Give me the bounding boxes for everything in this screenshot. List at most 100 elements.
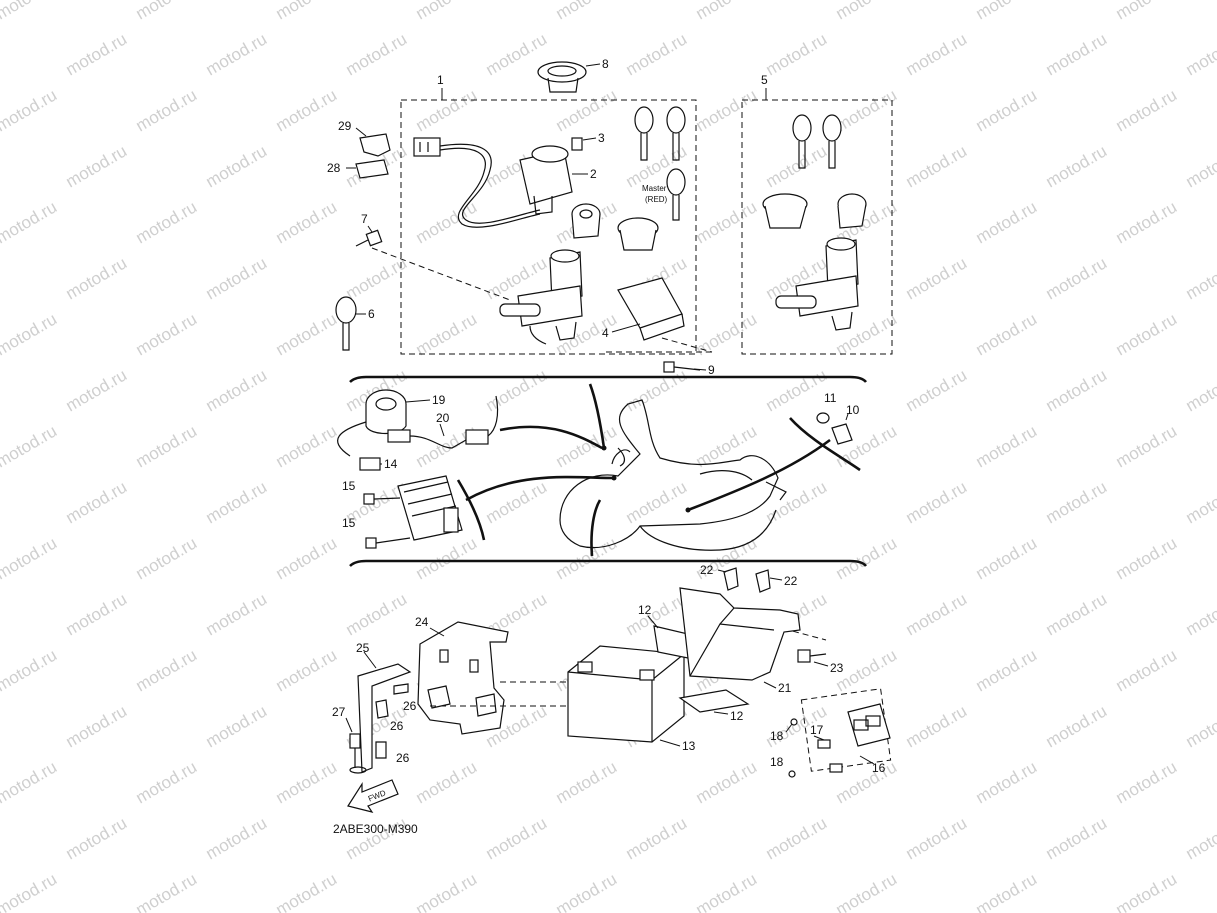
callout-18-upper: 18 <box>770 729 784 743</box>
callout-27: 27 <box>332 705 346 719</box>
watermark-text: motod.ru <box>273 757 341 807</box>
watermark-text: motod.ru <box>903 701 971 751</box>
watermark-text: motod.ru <box>273 869 341 913</box>
watermark-text: motod.ru <box>1113 0 1181 23</box>
lock-set-knob-part <box>762 193 808 229</box>
watermark-text: motod.ru <box>973 869 1041 913</box>
watermark-text: motod.ru <box>973 645 1041 695</box>
watermark-text: motod.ru <box>413 0 481 23</box>
watermark-text: motod.ru <box>973 757 1041 807</box>
immobilizer-unit-part <box>611 277 685 341</box>
callout-21: 21 <box>778 681 792 695</box>
watermark-text: motod.ru <box>693 869 761 913</box>
callout-6: 6 <box>368 307 375 321</box>
watermark-text: motod.ru <box>1043 253 1111 303</box>
watermark-text: motod.ru <box>833 309 901 359</box>
watermark-text: motod.ru <box>0 533 60 583</box>
callout-3: 3 <box>598 131 605 145</box>
watermark-text: motod.ru <box>1183 365 1217 415</box>
callout-18-lower: 18 <box>770 755 784 769</box>
main-switch-kit-outline <box>400 99 697 355</box>
watermark-text: motod.ru <box>1183 589 1217 639</box>
watermark-text: motod.ru <box>1113 869 1181 913</box>
watermark-text: motod.ru <box>623 477 691 527</box>
watermark-text: motod.ru <box>1183 477 1217 527</box>
watermark-text: motod.ru <box>273 0 341 23</box>
watermark-text: motod.ru <box>0 757 60 807</box>
pad-26-c-part <box>375 741 387 759</box>
clip-28-part <box>346 159 389 179</box>
watermark-text: motod.ru <box>63 589 131 639</box>
watermark-text: motod.ru <box>903 477 971 527</box>
watermark-text: motod.ru <box>763 29 831 79</box>
watermark-text: motod.ru <box>273 309 341 359</box>
watermark-text: motod.ru <box>63 701 131 751</box>
watermark-text: motod.ru <box>973 309 1041 359</box>
rectifier-part <box>397 475 463 541</box>
callout-13: 13 <box>682 739 696 753</box>
electrical-section: 19 20 14 15 <box>337 383 861 557</box>
callout-19: 19 <box>432 393 446 407</box>
callout-29: 29 <box>338 119 352 133</box>
watermark-text: motod.ru <box>413 869 481 913</box>
main-switch-body-part <box>519 145 588 215</box>
watermark-text: motod.ru <box>623 29 691 79</box>
watermark-text: motod.ru <box>483 477 551 527</box>
watermark-text: motod.ru <box>203 813 271 863</box>
master-key-label: Master <box>642 184 667 193</box>
lock-set-steering-lock-part <box>775 237 859 331</box>
watermark-text: motod.ru <box>0 421 60 471</box>
callout-11: 11 <box>824 391 837 405</box>
main-switch-harness-part <box>413 137 541 228</box>
watermark-text: motod.ru <box>0 869 60 913</box>
callout-9: 9 <box>708 363 715 377</box>
watermark-text: motod.ru <box>693 85 761 135</box>
battery-13-part <box>567 645 685 747</box>
watermark-text: motod.ru <box>973 0 1041 23</box>
watermark-text: motod.ru <box>903 253 971 303</box>
callout-24: 24 <box>415 615 429 629</box>
watermark-text: motod.ru <box>973 197 1041 247</box>
watermark-text: motod.ru <box>1043 29 1111 79</box>
relay-assembly-16-part <box>800 688 892 772</box>
steering-lock-part <box>499 249 583 345</box>
pad-26-b-part <box>375 699 389 719</box>
pad-12-lower-part <box>678 689 750 715</box>
watermark-text: motod.ru <box>763 141 831 191</box>
watermark-text: motod.ru <box>0 85 60 135</box>
watermark-text: motod.ru <box>133 421 201 471</box>
watermark-text: motod.ru <box>1043 701 1111 751</box>
coupler-14-part <box>359 457 382 471</box>
section-divider-bottom <box>349 559 868 567</box>
callout-22-left: 22 <box>700 563 714 577</box>
watermark-text: motod.ru <box>833 757 901 807</box>
harness-20-part <box>337 395 499 457</box>
callout-8: 8 <box>602 57 609 71</box>
callout-12-lower: 12 <box>730 709 744 723</box>
relay-19-part <box>365 389 431 435</box>
lock-set-section: 1 5 8 2 <box>327 57 893 377</box>
watermark-text: motod.ru <box>833 0 901 23</box>
watermark-text: motod.ru <box>343 253 411 303</box>
watermark-text: motod.ru <box>63 253 131 303</box>
watermark-text: motod.ru <box>203 589 271 639</box>
watermark-text: motod.ru <box>1113 757 1181 807</box>
watermark-text: motod.ru <box>1043 813 1111 863</box>
watermark-text: motod.ru <box>693 757 761 807</box>
watermark-text: motod.ru <box>0 645 60 695</box>
callout-26-b: 26 <box>390 719 404 733</box>
bolt-23-part <box>797 649 829 667</box>
watermark-text: motod.ru <box>483 813 551 863</box>
watermark-text: motod.ru <box>413 309 481 359</box>
callout-26-c: 26 <box>396 751 410 765</box>
watermark-text: motod.ru <box>203 141 271 191</box>
bolt-15-upper-part <box>363 493 401 505</box>
sensor-10-part <box>831 413 853 445</box>
fuse-17-part <box>813 735 843 773</box>
callout-20: 20 <box>436 411 450 425</box>
callout-2: 2 <box>590 167 597 181</box>
callout-14: 14 <box>384 457 398 471</box>
watermark-text: motod.ru <box>763 813 831 863</box>
lock-set-cylinder-part <box>837 193 867 229</box>
screw-3-part <box>571 137 597 151</box>
